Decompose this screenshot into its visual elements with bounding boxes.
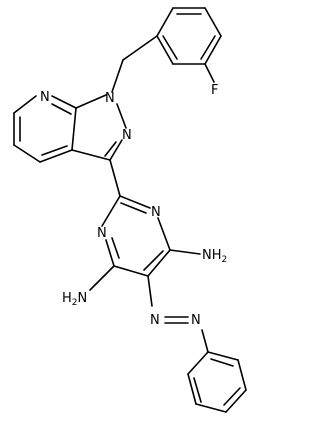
atom-n-azo-1: N: [150, 313, 160, 328]
bond: [109, 159, 121, 197]
bond: [143, 250, 164, 271]
atom-n3-pyrimidine: N: [97, 226, 107, 241]
bond: [204, 35, 222, 65]
atom-n2-pyrazole: N: [122, 128, 132, 143]
nh2-right-text: NH: [202, 248, 222, 263]
bond: [147, 249, 171, 277]
structure-canvas: N N N F N N NH2 H2N N N: [13, 7, 247, 413]
bond: [200, 35, 216, 60]
bond: [39, 149, 73, 163]
bond: [204, 63, 215, 83]
h2n-left-subscript: 2: [72, 298, 78, 308]
bond: [111, 237, 120, 259]
bonds: [13, 7, 247, 413]
bond: [51, 103, 72, 115]
bond: [89, 265, 115, 291]
bond: [201, 329, 209, 353]
bond: [13, 144, 41, 163]
bond: [122, 35, 158, 61]
molecule-structure: N N N F N N NH2 H2N N N: [13, 7, 247, 413]
bond: [225, 389, 247, 413]
bond: [162, 35, 178, 60]
bond: [41, 145, 68, 156]
bond: [105, 239, 115, 267]
bond: [147, 275, 153, 307]
bond: [75, 94, 107, 109]
bond: [157, 217, 171, 251]
atom-nh2-right: NH2: [202, 248, 227, 265]
atom-fluorine: F: [211, 83, 218, 98]
bond: [210, 358, 234, 367]
bond: [195, 403, 227, 413]
bond: [13, 95, 37, 114]
h2n-left-n: N: [78, 291, 88, 306]
bond: [237, 359, 247, 391]
bond: [187, 373, 197, 405]
nh2-right-subscript: 2: [222, 255, 228, 265]
atom-n-pyridine: N: [40, 90, 50, 105]
bond: [193, 377, 202, 403]
bond: [156, 7, 174, 37]
bond: [119, 195, 151, 209]
bond: [169, 249, 201, 255]
bond: [204, 7, 222, 37]
bond: [109, 139, 123, 161]
atom-n1-pyrazole: N: [105, 91, 115, 106]
bond: [223, 387, 241, 406]
bond: [116, 103, 127, 129]
bond: [104, 141, 117, 157]
atom-h2n-left: H2N: [62, 291, 87, 308]
bond: [71, 107, 77, 151]
atom-labels: N N N F N N NH2 H2N N N: [40, 83, 227, 328]
bond: [187, 351, 209, 375]
bond: [113, 265, 149, 277]
atom-n1-pyrimidine: N: [151, 205, 161, 220]
bond: [156, 35, 174, 65]
bond: [71, 149, 111, 161]
bond: [101, 195, 121, 227]
h2n-left-h: H: [62, 291, 72, 306]
bond: [51, 95, 77, 109]
bond: [111, 59, 124, 93]
bond: [207, 351, 239, 361]
atom-n-azo-2: N: [191, 313, 201, 328]
bond: [120, 202, 147, 214]
